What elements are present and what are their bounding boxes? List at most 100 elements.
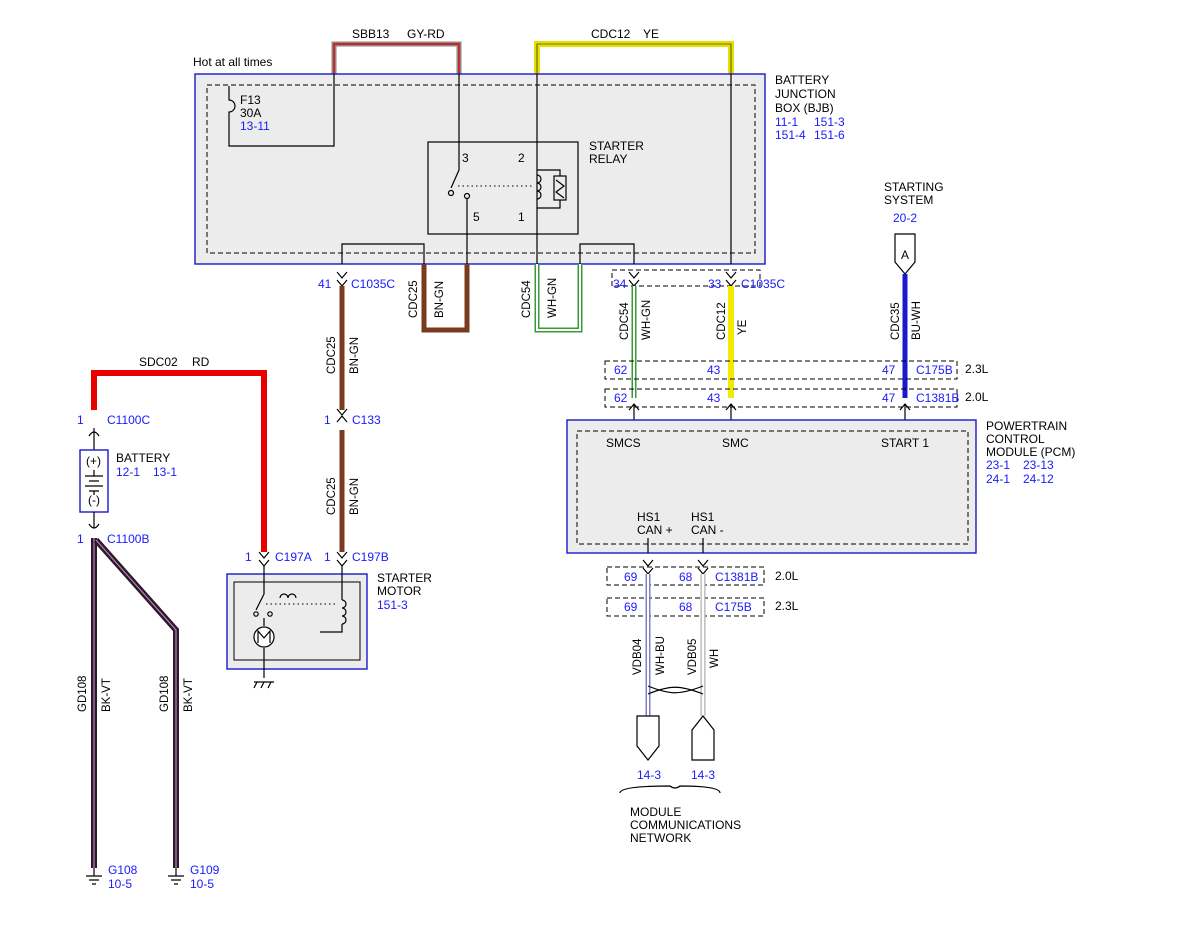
bjb-internal-route-right — [579, 243, 635, 264]
bjb-title-line2: JUNCTION — [775, 87, 836, 101]
cdc35-circuit-label: CDC35 — [890, 302, 902, 340]
starting-system-title-line1: STARTING — [884, 180, 944, 194]
c175b-top-pin3: 47 — [882, 363, 896, 377]
c1035c-right-name[interactable]: C1035C — [741, 277, 785, 291]
c1381b-bot-dash — [606, 566, 765, 586]
network-brace-icon — [619, 785, 721, 794]
cdc25-loop-color-label: BN-GN — [434, 281, 446, 318]
pcm-ref-c[interactable]: 24-1 — [986, 472, 1010, 486]
c133-name[interactable]: C133 — [352, 413, 381, 427]
c1035c-right-dash — [611, 269, 761, 287]
c1100b-connector-icon — [88, 512, 100, 529]
c1035c-left-connector-icon — [336, 271, 348, 287]
gd108-b-wire[interactable] — [93, 538, 179, 868]
relay-coil-icon — [536, 74, 567, 264]
cdc54-pcm-circuit-label: CDC54 — [619, 302, 631, 340]
cdc12-top-wire[interactable] — [534, 41, 734, 74]
cdc25-loop-wire[interactable] — [421, 264, 470, 333]
g108-ref[interactable]: 10-5 — [108, 877, 132, 891]
battery-plus: (+) — [86, 454, 101, 468]
cdc54-loop-color-label: WH-GN — [547, 278, 559, 318]
sbb13-wire[interactable] — [331, 41, 462, 74]
can-ref-left[interactable]: 14-3 — [637, 768, 661, 782]
c1035c-right-pin-b: 33 — [708, 277, 722, 291]
g109-name[interactable]: G109 — [190, 863, 220, 877]
cdc25-upper-circuit-label: CDC25 — [326, 336, 338, 374]
c1381b-top-pin3: 47 — [882, 391, 896, 405]
gd108-a-color-label: BK-VT — [101, 678, 113, 712]
sdc02-wire[interactable] — [91, 370, 267, 552]
c133-pin: 1 — [324, 413, 331, 427]
c175b-top-pin2: 43 — [707, 363, 721, 377]
network-title-line2: COMMUNICATIONS — [630, 818, 741, 832]
g109-ref[interactable]: 10-5 — [190, 877, 214, 891]
pcm-can-plus-line1: HS1 — [637, 510, 661, 524]
battery-minus: (-) — [88, 493, 100, 507]
pcm-ref-d[interactable]: 24-12 — [1023, 472, 1054, 486]
battery-title: BATTERY — [116, 451, 170, 465]
bjb-ref-a[interactable]: 11-1 — [775, 115, 798, 129]
starter-solenoid-icon — [253, 566, 347, 633]
c1381b-bot-name[interactable]: C1381B — [715, 570, 758, 584]
cdc12-pcm-circuit-label: CDC12 — [716, 302, 728, 340]
pcm-ref-a[interactable]: 23-1 — [986, 458, 1010, 472]
pcm-can-leads — [647, 538, 704, 553]
c1100b-name[interactable]: C1100B — [107, 532, 149, 546]
c1035c-right-pin-a: 34 — [613, 277, 627, 291]
gd108-b-circuit-label: GD108 — [159, 676, 171, 712]
c1100c-name[interactable]: C1100C — [107, 413, 150, 427]
pcm-can-plus-line2: CAN + — [637, 523, 673, 537]
starting-system-title-line2: SYSTEM — [884, 193, 933, 207]
c175b-bot-name[interactable]: C175B — [715, 600, 752, 614]
can-plus-terminal-icon — [636, 715, 660, 761]
pcm-input-connectors-icon — [628, 403, 911, 420]
relay-pin-2: 2 — [518, 151, 525, 165]
c1381b-top-name[interactable]: C1381B — [916, 391, 959, 405]
c1035c-left-name[interactable]: C1035C — [351, 277, 395, 291]
pcm-title-line1: POWERTRAIN — [986, 419, 1067, 433]
battery-ref-b[interactable]: 13-1 — [153, 465, 177, 479]
fuse-rating: 30A — [240, 106, 261, 120]
c175b-top-name[interactable]: C175B — [916, 363, 953, 377]
bjb-ref-c[interactable]: 151-4 — [775, 128, 806, 142]
bjb-internal-route-left — [341, 243, 425, 264]
cdc12-pcm-color-label: YE — [737, 319, 749, 335]
c197a-name[interactable]: C197A — [275, 550, 312, 564]
bjb-title-line3: BOX (BJB) — [775, 101, 834, 115]
cdc25-upper-color-label: BN-GN — [349, 337, 361, 374]
cdc25-loop-circuit-label: CDC25 — [408, 280, 420, 318]
c197b-pin: 1 — [324, 550, 331, 564]
c1381b-bot-pin1: 69 — [624, 570, 638, 584]
bjb-ref-d[interactable]: 151-6 — [814, 128, 845, 142]
c1381b-top-pin1: 62 — [614, 391, 628, 405]
starting-system-ref[interactable]: 20-2 — [893, 211, 917, 225]
pcm-ref-b[interactable]: 23-13 — [1023, 458, 1054, 472]
sbb13-circuit-label: SBB13 — [352, 27, 390, 41]
can-ref-right[interactable]: 14-3 — [691, 768, 715, 782]
starter-ground-icon — [253, 681, 274, 689]
c1381b-bot-engine: 2.0L — [775, 569, 799, 583]
c1100c-pin: 1 — [77, 413, 84, 427]
pcm-inner-dash — [576, 430, 969, 545]
c197b-name[interactable]: C197B — [352, 550, 389, 564]
pcm-title-line2: CONTROL — [986, 432, 1045, 446]
battery-ref-a[interactable]: 12-1 — [116, 465, 140, 479]
cdc54-loop-wire[interactable] — [534, 264, 583, 333]
c175b-top-engine: 2.3L — [965, 362, 989, 376]
sdc02-color-label: RD — [192, 355, 210, 369]
g108-name[interactable]: G108 — [108, 863, 138, 877]
starter-relay-box — [427, 141, 579, 235]
bjb-ref-b[interactable]: 151-3 — [814, 115, 845, 129]
starter-motor-ref[interactable]: 151-3 — [377, 598, 408, 612]
relay-pin-5: 5 — [473, 210, 480, 224]
relay-pin-1: 1 — [518, 210, 525, 224]
pcm-can-minus-line2: CAN - — [691, 523, 724, 537]
sdc02-circuit-label: SDC02 — [139, 355, 178, 369]
battery-cell-icon — [85, 470, 103, 495]
gd108-a-circuit-label: GD108 — [77, 676, 89, 712]
fuse-ref[interactable]: 13-11 — [240, 119, 270, 133]
starting-system-connector-letter: A — [901, 248, 909, 262]
c1381b-top-dash — [604, 388, 958, 408]
can-minus-terminal-icon — [691, 715, 715, 761]
battery-box — [79, 449, 109, 513]
